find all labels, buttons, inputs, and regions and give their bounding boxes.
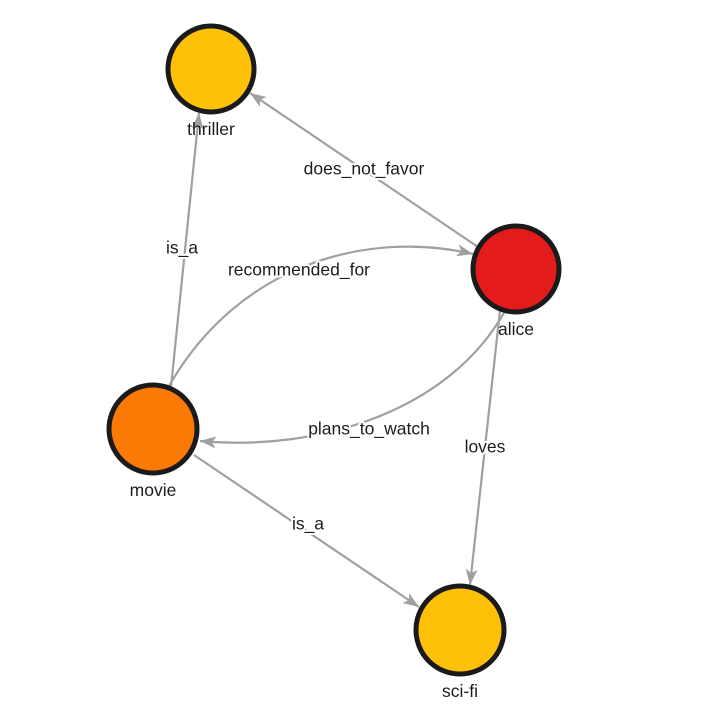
node-label-thriller: thriller	[187, 119, 235, 139]
edge-label-movie-recommended_for-alice: recommended_for	[228, 260, 370, 281]
edge-label-halo-movie-is_a-sci-fi: is_a	[292, 514, 324, 535]
edges-layer	[168, 92, 506, 608]
arrowhead-movie-is_a-sci-fi	[402, 593, 419, 607]
edge-label-alice-loves-sci-fi: loves	[465, 437, 506, 457]
edge-label-movie-is_a-sci-fi: is_a	[292, 514, 324, 535]
edge-label-halo-alice-does_not_favor-thriller: does_not_favor	[304, 159, 425, 180]
edge-label-halo-movie-recommended_for-alice: recommended_for	[228, 260, 370, 281]
node-labels-layer: thriller alice movie sci-fi	[130, 119, 534, 701]
edge-labels-layer: does_not_favordoes_not_favoris_ais_areco…	[164, 157, 508, 537]
edge-label-movie-is_a-thriller: is_a	[166, 238, 198, 259]
arrowhead-alice-does_not_favor-thriller	[250, 93, 267, 107]
edge-label-alice-does_not_favor-thriller: does_not_favor	[304, 159, 425, 180]
node-label-sci-fi: sci-fi	[442, 681, 478, 701]
node-label-movie: movie	[130, 480, 177, 500]
edge-label-alice-plans_to_watch-movie: plans_to_watch	[308, 419, 430, 440]
node-thriller[interactable]	[165, 23, 257, 115]
edge-movie-is_a-thriller	[169, 112, 201, 388]
node-sci-fi[interactable]	[413, 583, 507, 677]
arrowhead-movie-recommended_for-alice	[456, 244, 473, 257]
edge-movie-recommended_for-alice	[168, 245, 474, 387]
arrowhead-alice-plans_to_watch-movie	[200, 436, 217, 449]
node-label-alice: alice	[498, 319, 534, 339]
node-movie[interactable]	[106, 382, 200, 476]
edge-alice-does_not_favor-thriller	[249, 92, 479, 248]
edge-label-halo-alice-loves-sci-fi: loves	[465, 437, 506, 457]
arrowhead-alice-loves-sci-fi	[465, 568, 478, 585]
edge-alice-plans_to_watch-movie	[199, 310, 506, 444]
edge-label-halo-movie-is_a-thriller: is_a	[166, 238, 198, 259]
edge-movie-is_a-sci-fi	[193, 454, 420, 608]
edge-label-halo-alice-plans_to_watch-movie: plans_to_watch	[308, 419, 430, 440]
arrowhead-movie-is_a-thriller	[191, 113, 204, 130]
edge-alice-loves-sci-fi	[468, 309, 502, 586]
nodes-layer	[106, 23, 562, 677]
node-alice[interactable]	[470, 223, 562, 315]
